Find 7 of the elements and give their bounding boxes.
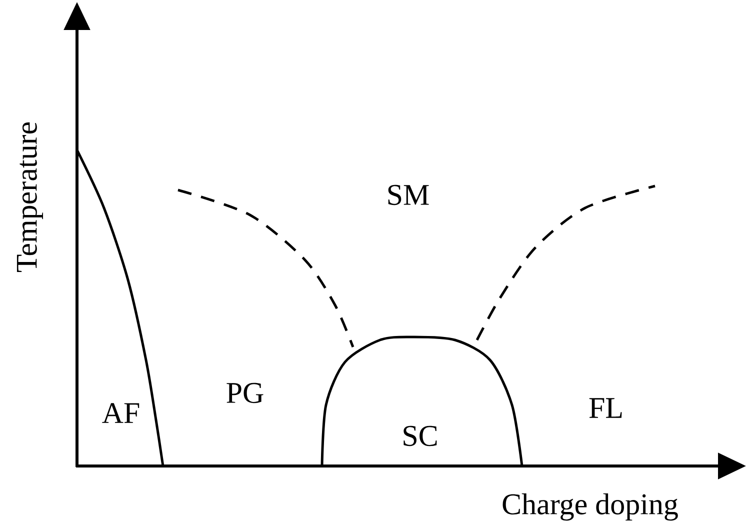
- axis-label: Charge doping: [502, 493, 678, 521]
- region-label: SM: [388, 184, 429, 206]
- region-label: PG: [226, 382, 264, 404]
- axis-label: Temperature: [16, 122, 44, 272]
- region-label: FL: [589, 398, 622, 418]
- region-label: SC: [404, 426, 437, 446]
- region-label: AF: [102, 403, 140, 423]
